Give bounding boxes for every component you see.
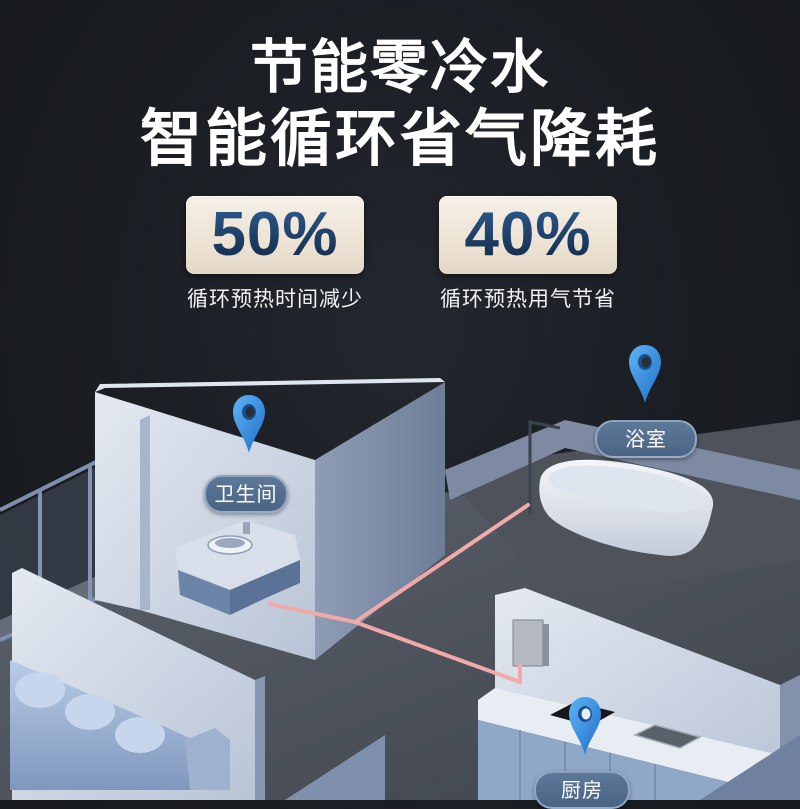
- bathroom-back-wall: [445, 420, 800, 500]
- location-pin-icon: [629, 345, 661, 403]
- bathroom-vanity: [175, 520, 300, 615]
- kitchen-sink: [632, 724, 702, 749]
- room-label-bath[interactable]: 浴室: [595, 420, 697, 458]
- headline-line-1: 节能零冷水: [249, 33, 550, 101]
- sofa: [10, 660, 230, 790]
- bathtub: [528, 420, 714, 556]
- hot-water-pipe: [268, 503, 530, 685]
- room-label-washroom[interactable]: 卫生间: [204, 475, 288, 513]
- water-heater: [512, 619, 549, 667]
- stat-value-time: 50%: [211, 200, 339, 269]
- location-pin-icon: [233, 395, 265, 453]
- stat-badge-gas: 40%: [439, 196, 617, 274]
- headline-line-2: 智能循环省气降耗: [139, 102, 660, 175]
- room-label-kitchen[interactable]: 厨房: [534, 771, 630, 809]
- bathroom-wall-right: [315, 382, 445, 660]
- house-floorplan-illustration: [0, 378, 800, 800]
- stat-value-gas: 40%: [464, 200, 592, 269]
- stat-badge-time: 50%: [186, 196, 364, 274]
- stat-caption-time: 循环预热时间减少: [187, 287, 363, 311]
- location-pin-icon: [569, 697, 601, 755]
- stat-caption-gas: 循环预热用气节省: [440, 287, 616, 311]
